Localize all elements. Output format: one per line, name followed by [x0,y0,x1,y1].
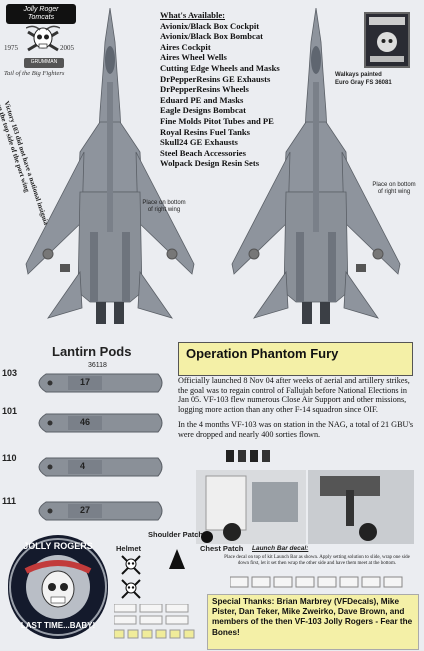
chest-patch-icon [201,531,213,543]
logo-plane-name: GRUMMAN [30,59,58,65]
available-item: Fine Molds Pitot Tubes and PE [160,115,274,126]
pod-number: 101 [2,406,18,416]
available-item: Wolpack Design Resin Sets [160,158,260,169]
squadron-patch-image [364,12,410,68]
available-list: What's Available: Avionix/Black Box Cock… [160,10,315,169]
pod-marking: 4 [80,461,86,471]
helmet-label: Helmet [116,544,142,553]
pod-number: 111 [2,496,17,506]
helmet-skull-icon [121,579,141,599]
walkways-line1: Walkays painted [335,72,382,78]
stencil-decals [113,603,204,646]
f14-top-view-left [25,7,195,324]
pod-marking: 27 [80,505,91,515]
pod-marking: 46 [80,417,91,427]
available-item: Skull24 GE Exhausts [160,137,238,148]
available-item: DrPepperResins GE Exhausts [160,73,271,84]
available-item: Royal Resins Fuel Tanks [160,126,251,137]
place-note-line2: of right wing [377,189,411,195]
landing-gear-photos [196,470,414,544]
available-item: Cutting Edge Wheels and Masks [160,62,280,73]
logo-line2: Tomcats [27,14,55,21]
operation-text: Officially launched 8 Nov 04 after weeks… [178,376,414,446]
operation-title-box [178,342,413,376]
lantirn-fs-code: 36118 [88,362,107,369]
jolly-rogers-patch: JOLLY ROGERS LAST TIME...BABY! [8,535,108,639]
jolly-patch-bottom-text: LAST TIME...BABY! [20,621,96,630]
lantirn-title: Lantirn Pods [52,344,132,359]
walkways-note: Walkays painted Euro Gray FS 36081 [335,72,420,87]
launch-bar-text: Place decal on top of kit Launch Bar as … [224,555,410,566]
pod-marking: 17 [80,377,91,387]
jolly-patch-top-text: JOLLY ROGERS [23,541,93,551]
available-item: Avionix/Black Box Cockpit [160,20,260,31]
operation-title: Operation Phantom Fury [186,346,339,361]
place-note-line1: Place on bottom [372,182,416,188]
place-note-right: Place on bottom of right wing [370,182,418,196]
helmet-skull-icon [121,555,141,575]
logo-year-start: 1975 [4,44,18,52]
shoulder-patch-label: Shoulder Patch [148,530,204,539]
pod-number: 110 [2,453,17,463]
lantirn-pod: 27 [28,500,168,522]
available-item: Steel Beach Accessories [160,147,246,158]
lantirn-pod: 46 [28,412,168,434]
logo-line1: Jolly Roger [23,6,59,13]
launch-bar-title: Launch Bar decal: [252,545,309,552]
operation-paragraph-1: Officially launched 8 Nov 04 after weeks… [178,376,410,414]
special-thanks: Special Thanks: Brian Marbrey (VFDecals)… [212,597,413,637]
available-item: Avionix/Black Box Bombcat [160,31,263,42]
place-note-line2: of right wing [147,207,181,213]
f14-top-view-right [231,7,401,324]
logo-year-end: 2005 [60,44,74,52]
lantirn-pod: 4 [28,456,168,478]
available-item: Aires Cockpit [160,41,211,52]
available-item: Eagle Designs Bombcat [160,105,246,116]
skull-crossbones-icon [26,25,60,52]
small-decals-group [226,448,296,470]
pod-number: 103 [2,368,18,378]
available-heading: What's Available: [160,10,226,20]
operation-paragraph-2: In the 4 months VF-103 was on station in… [178,420,414,439]
lantirn-pod: 17 [28,372,168,394]
available-item: DrPepperResins Wheels [160,84,249,95]
chest-patch-label: Chest Patch [200,544,244,553]
place-note-line1: Place on bottom [142,200,186,206]
place-note-left: Place on bottom of right wing [140,200,188,214]
logo-motto: Tail of the Big Fighters [4,70,65,77]
walkways-line2: Euro Gray FS 36081 [335,79,392,86]
shoulder-patch-triangle-icon [169,549,185,569]
launch-bar-decals [229,575,410,589]
available-item: Aires Wheel Wells [160,52,227,63]
available-item: Eduard PE and Masks [160,94,244,105]
jolly-roger-logo: Jolly Roger Tomcats 1975 2005 GRUMMAN Ta… [2,2,84,84]
